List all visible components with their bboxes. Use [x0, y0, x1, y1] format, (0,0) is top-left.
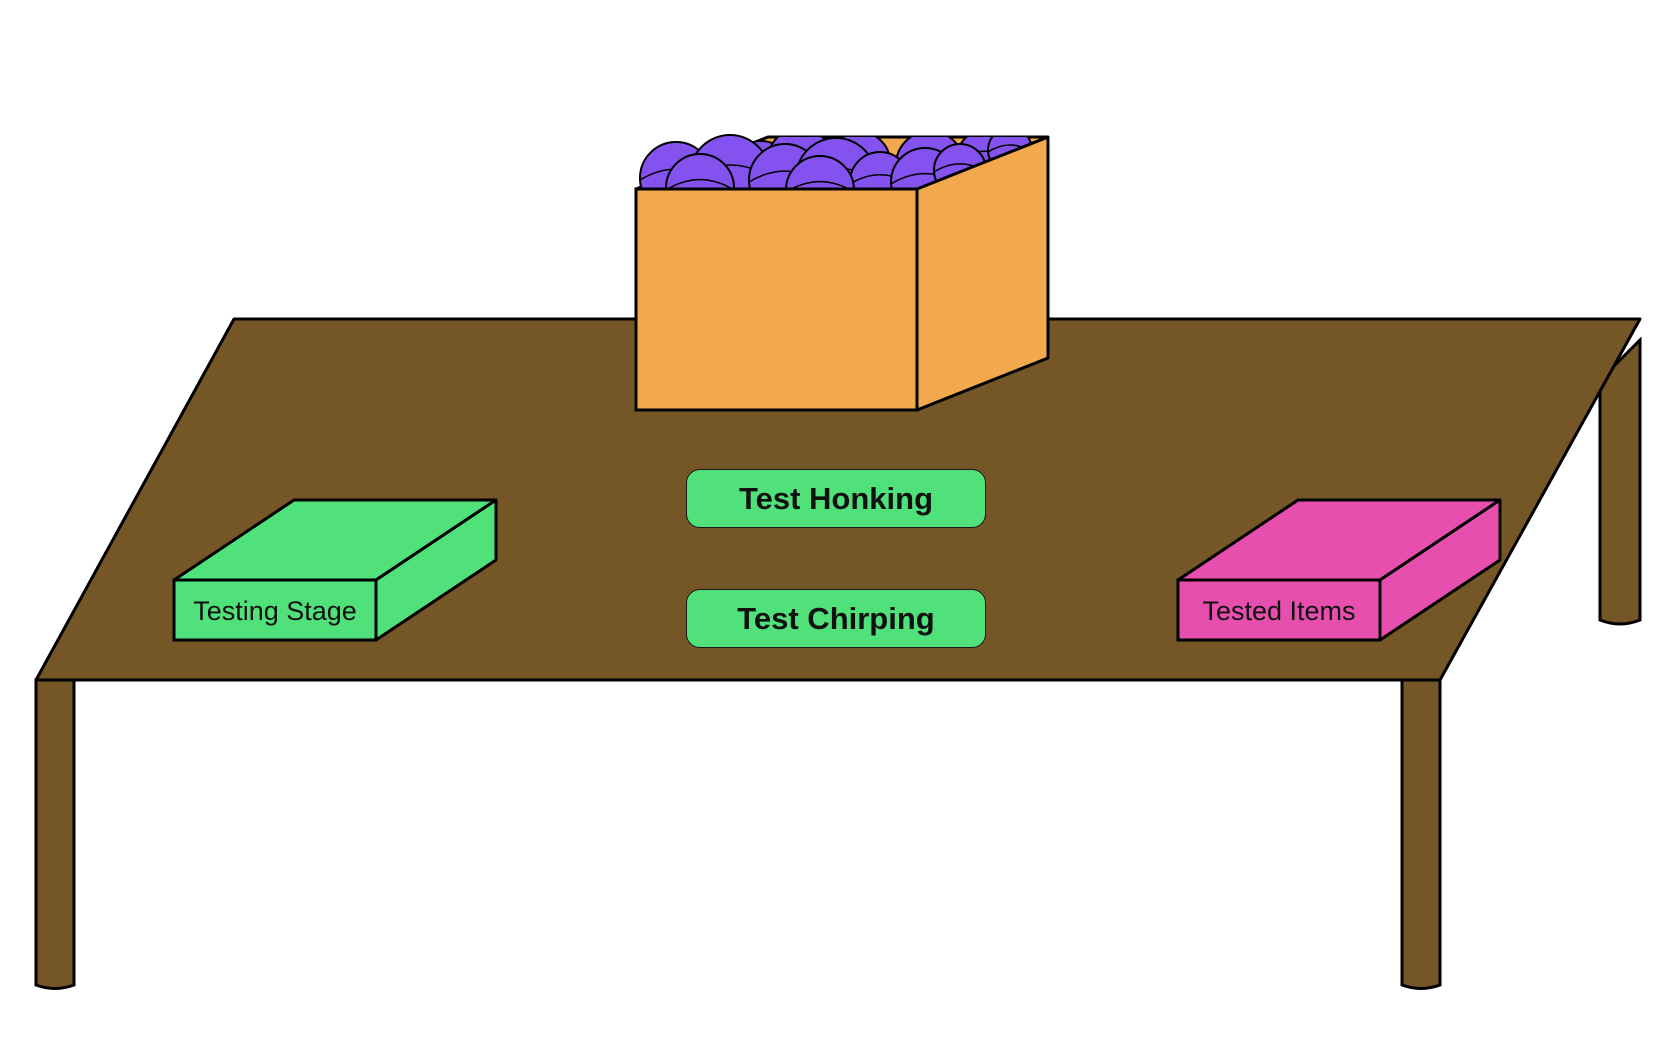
testing-stage-front	[172, 578, 378, 642]
table-leg-back-right	[1598, 336, 1642, 626]
tested-items-label: Tested Items	[1202, 596, 1355, 626]
tested-items-box[interactable]: Tested Items	[1176, 498, 1502, 642]
table-leg-front-right	[1400, 678, 1442, 990]
crate-front	[634, 187, 919, 412]
test-honking-button[interactable]: Test Honking	[686, 469, 986, 528]
testing-stage-label: Testing Stage	[193, 596, 357, 626]
test-chirping-button[interactable]: Test Chirping	[686, 589, 986, 648]
item-crate[interactable]	[634, 128, 1050, 412]
table-leg-front-left	[34, 678, 76, 990]
testing-stage-box[interactable]: Testing Stage	[172, 498, 498, 642]
tested-items-front	[1176, 578, 1382, 642]
